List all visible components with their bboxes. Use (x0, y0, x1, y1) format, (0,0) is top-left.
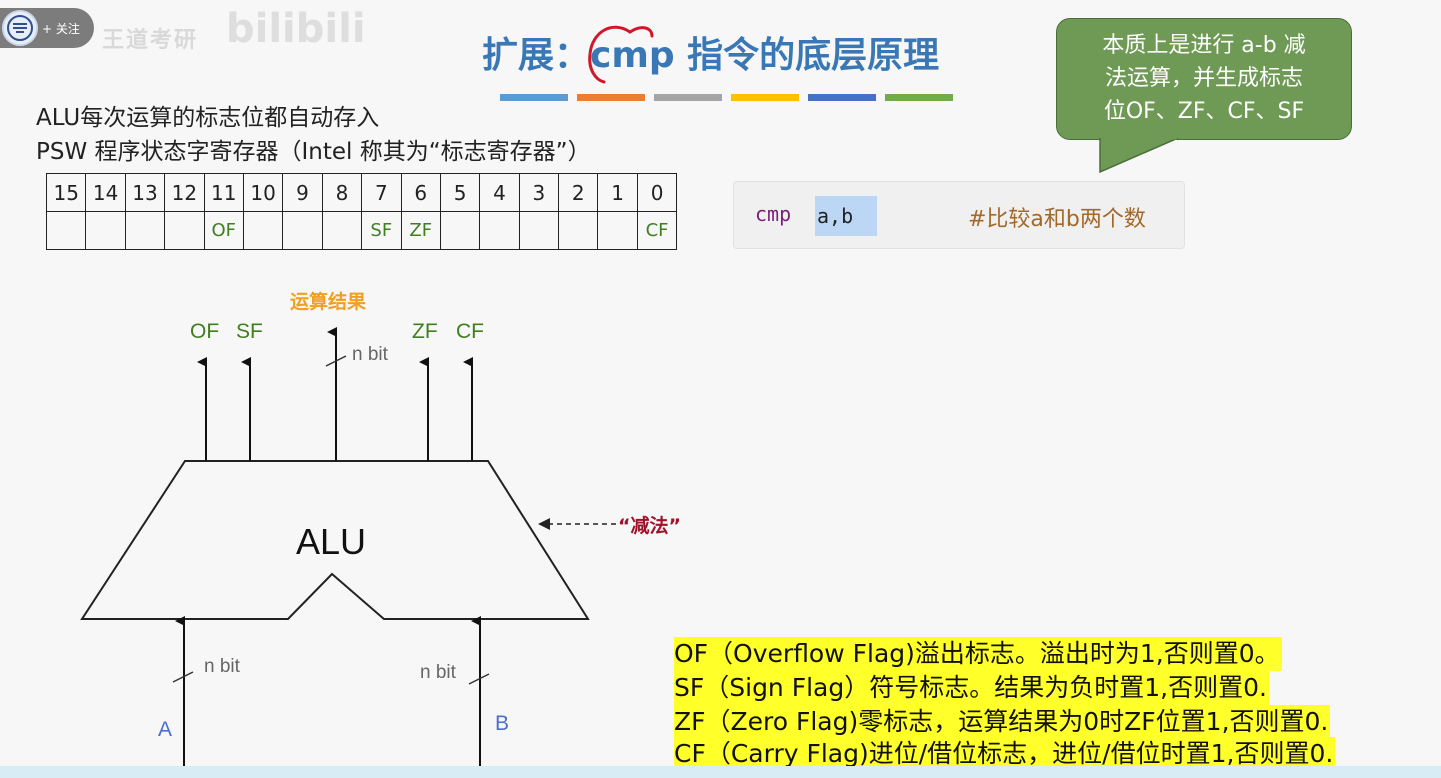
callout-line: 位OF、ZF、CF、SF (1103, 99, 1305, 124)
bilibili-watermark: bilibili (226, 6, 366, 52)
nbit-label-out: n bit (352, 344, 389, 365)
description-line-2: PSW 程序状态字寄存器（Intel 称其为“标志寄存器”） (36, 139, 591, 165)
bit-index-cell: 5 (439, 173, 481, 212)
code-comment: #比较a和b两个数 (968, 207, 1146, 232)
subtract-label: “减法” (618, 514, 681, 537)
callout-line: 法运算，并生成标志 (1104, 66, 1303, 91)
bit-index-cell: 10 (242, 173, 284, 212)
code-instruction: cmp (755, 202, 792, 226)
flag-cell-empty (479, 211, 520, 250)
code-block (733, 181, 1185, 249)
bit-index-cell: 13 (124, 173, 166, 212)
result-label: 运算结果 (290, 290, 366, 313)
title-underline-bar (577, 94, 645, 101)
uploader-avatar[interactable] (2, 10, 38, 46)
input-label-a: A (158, 718, 172, 741)
flag-cell-empty (597, 211, 638, 250)
logo-icon (7, 15, 33, 41)
flag-cell-empty (124, 211, 166, 250)
callout-bubble: 本质上是进行 a-b 减 法运算，并生成标志 位OF、ZF、CF、SF (1056, 18, 1352, 140)
bit-index-cell: 8 (321, 173, 363, 212)
bit-index-cell: 4 (479, 173, 520, 212)
bit-index-cell: 11 (203, 173, 244, 212)
flag-cell-sf: SF (361, 211, 402, 250)
flag-cell-empty (45, 211, 87, 250)
input-label-b: B (495, 712, 509, 735)
title-underline-bar (731, 94, 799, 101)
bottom-decoration (0, 766, 1441, 778)
follow-button[interactable]: + 关注 (42, 22, 80, 36)
nbit-slash-a (172, 671, 194, 683)
bit-index-cell: 7 (361, 173, 402, 212)
bit-index-cell: 0 (636, 173, 678, 212)
bit-index-cell: 12 (164, 173, 205, 212)
flag-label-cf: CF (456, 320, 484, 343)
legend-cf: CF（Carry Flag)进位/借位标志，进位/借位时置1,否则置0. (674, 737, 1336, 771)
flag-label-sf: SF (236, 320, 263, 343)
flag-cell-empty (558, 211, 599, 250)
watermark-text: 王道考研 (102, 28, 199, 53)
callout-line: 本质上是进行 a-b 减 (1102, 33, 1306, 58)
description-line-1: ALU每次运算的标志位都自动存入 (36, 105, 380, 131)
bit-index-cell: 2 (558, 173, 599, 212)
flag-cell-empty (321, 211, 363, 250)
flag-cell-cf: CF (636, 211, 678, 250)
bit-index-cell: 3 (518, 173, 560, 212)
alu-diagram: ALU 运算结果 OF SF ZF CF n bit “减法” n bit n … (80, 290, 681, 768)
flag-label-zf: ZF (412, 320, 438, 343)
legend-sf: SF（Sign Flag）符号标志。结果为负时置1,否则置0. (674, 671, 1269, 705)
flag-cell-empty (85, 211, 126, 250)
alu-label: ALU (296, 521, 366, 562)
nbit-slash-b (468, 673, 490, 685)
nbit-label-a: n bit (204, 656, 241, 677)
flag-cell-empty (439, 211, 481, 250)
title-underline-bar (885, 94, 953, 101)
flag-cell-empty (242, 211, 284, 250)
nbit-slash-out (325, 355, 347, 367)
title-underline-bar (808, 94, 876, 101)
code-operands: a,b (815, 196, 877, 236)
flag-cell-empty (518, 211, 560, 250)
flag-cell-zf: ZF (400, 211, 441, 250)
title-underline-bar (654, 94, 722, 101)
flag-cell-empty (164, 211, 205, 250)
page-title: 扩展：cmp 指令的底层原理 (482, 35, 940, 76)
callout-tail (1099, 138, 1179, 174)
title-underline-bar (500, 94, 568, 101)
bit-index-cell: 1 (597, 173, 638, 212)
bit-index-cell: 15 (45, 173, 87, 212)
flag-label-of: OF (190, 320, 219, 343)
handwritten-circle-annotation (588, 25, 654, 84)
bit-index-cell: 6 (400, 173, 441, 212)
bit-index-cell: 14 (85, 173, 126, 212)
alu-shape (80, 460, 590, 620)
flag-cell-empty (282, 211, 323, 250)
bit-index-cell: 9 (282, 173, 323, 212)
flag-cell-of: OF (203, 211, 244, 250)
nbit-label-b: n bit (420, 662, 457, 683)
legend-of: OF（Overflow Flag)溢出标志。溢出时为1,否则置0。 (674, 637, 1282, 671)
legend-zf: ZF（Zero Flag)零标志，运算结果为0时ZF位置1,否则置0. (674, 705, 1331, 739)
